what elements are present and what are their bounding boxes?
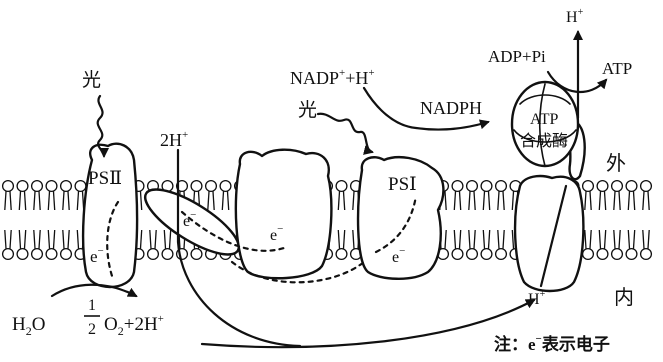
legend-note: 注：e−表示电子 [494, 333, 610, 354]
proton-bottom-label: H+ [528, 289, 546, 308]
lipid-head [496, 181, 507, 192]
lipid-head [191, 249, 202, 260]
nadp-label: NADP++H+ [290, 67, 375, 88]
lipid-head [467, 249, 478, 260]
lipid-head [206, 181, 217, 192]
lipid-head [220, 181, 231, 192]
water-splitting-arrow [52, 285, 136, 296]
atp-synthase-label-line1: ATP [530, 111, 559, 128]
nadph-label: NADPH [420, 98, 482, 118]
lipid-head [452, 249, 463, 260]
atp-label: ATP [602, 59, 632, 78]
lipid-head [17, 181, 28, 192]
lipid-head [148, 249, 159, 260]
lipid-head [336, 181, 347, 192]
lipid-head [481, 181, 492, 192]
two-proton-label: 2H+ [160, 129, 188, 150]
cytochrome-complex [236, 150, 332, 279]
oxygen-proton-label: O2+2H+ [104, 313, 164, 338]
lipid-head [61, 181, 72, 192]
lipid-head [583, 249, 594, 260]
adp-label: ADP+Pi [488, 47, 546, 66]
light-label-left: 光 [82, 69, 101, 91]
lipid-head [452, 181, 463, 192]
light-label-right: 光 [298, 99, 317, 121]
lipid-head [612, 249, 623, 260]
light-arrow-right [318, 114, 372, 152]
lipid-head [46, 181, 57, 192]
lipid-head [75, 181, 86, 192]
lipid-head [61, 249, 72, 260]
lipid-head [626, 249, 637, 260]
fraction-numerator: 1 [88, 297, 96, 314]
lipid-head [597, 249, 608, 260]
lipid-head [612, 181, 623, 192]
lipid-head [17, 249, 28, 260]
lipid-head [32, 181, 43, 192]
lipid-head [583, 181, 594, 192]
lipid-head [597, 181, 608, 192]
atp-synthase-membrane-part [515, 176, 583, 291]
lipid-head [626, 181, 637, 192]
lipid-head [496, 249, 507, 260]
psi-label: PSⅠ [388, 174, 417, 195]
atp-synthase-label-line2: 合成酶 [520, 132, 568, 150]
lipid-head [3, 249, 14, 260]
lipid-head [46, 249, 57, 260]
lipid-head [32, 249, 43, 260]
lipid-head [3, 181, 14, 192]
lipid-head [336, 249, 347, 260]
lipid-head [641, 181, 652, 192]
inside-label: 内 [614, 286, 634, 309]
proton-top-label: H+ [566, 7, 584, 26]
psii-label: PSⅡ [88, 168, 122, 189]
outside-label: 外 [606, 152, 626, 175]
lipid-head [481, 249, 492, 260]
water-label: H2O [12, 314, 45, 338]
lipid-head [467, 181, 478, 192]
lipid-head [191, 181, 202, 192]
lipid-head [162, 249, 173, 260]
lipid-head [641, 249, 652, 260]
fraction-denominator: 2 [88, 321, 96, 338]
proton-return-arrow [202, 300, 534, 347]
